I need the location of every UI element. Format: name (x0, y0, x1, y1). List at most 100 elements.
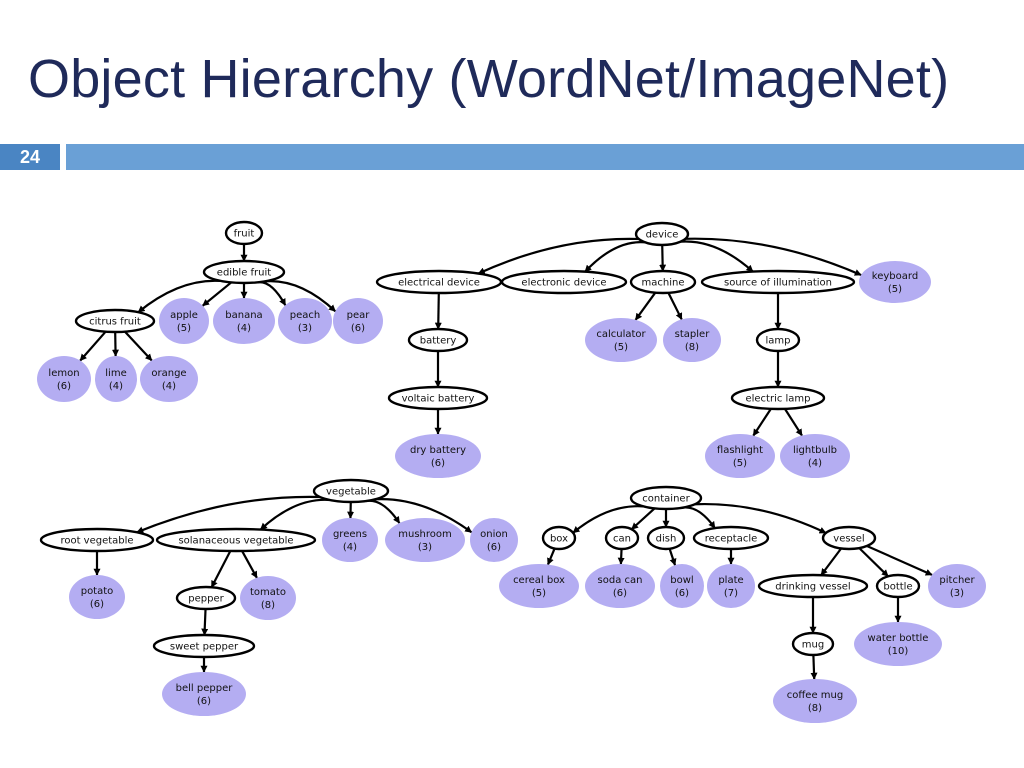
node-source-of-illumination: source of illumination (700, 269, 856, 295)
node-receptacle: receptacle (692, 525, 770, 551)
node-count: (7) (724, 588, 738, 599)
node-label: electric lamp (745, 394, 810, 405)
node-shape (500, 269, 628, 295)
edge-can-to-soda-can (617, 548, 625, 565)
node-soda-can: soda can(6) (585, 564, 655, 608)
node-label: bell pepper (176, 683, 234, 694)
edge-electrical-device-to-battery (434, 292, 442, 330)
node-count: (6) (90, 599, 104, 610)
node-stapler: stapler(8) (663, 318, 721, 362)
node-shape (155, 527, 317, 553)
edge-edible-fruit-to-pear (265, 280, 337, 313)
node-edible-fruit: edible fruit (202, 259, 286, 285)
node-shape (780, 434, 850, 478)
node-count: (5) (614, 342, 628, 353)
edge-device-to-keyboard (685, 237, 862, 277)
edge-container-to-can (630, 507, 656, 531)
node-label: pitcher (939, 575, 975, 586)
edge-citrus-fruit-to-orange (124, 330, 153, 362)
node-shape (39, 527, 155, 553)
node-label: lime (105, 368, 126, 379)
node-label: dry battery (410, 445, 466, 456)
node-lemon: lemon(6) (37, 356, 91, 402)
node-water-bottle: water bottle(10) (854, 622, 942, 666)
node-shape (859, 261, 931, 303)
node-label: electronic device (521, 278, 606, 289)
node-shape (821, 525, 877, 551)
node-label: vessel (833, 534, 864, 545)
node-shape (202, 259, 286, 285)
node-label: banana (225, 310, 262, 321)
node-label: vegetable (326, 487, 376, 498)
node-shape (854, 622, 942, 666)
node-label: device (646, 230, 679, 241)
edge-electric-lamp-to-flashlight (752, 408, 772, 437)
node-shape (499, 564, 579, 608)
node-electrical-device: electrical device (375, 269, 503, 295)
node-shape (37, 356, 91, 402)
node-potato: potato(6) (69, 575, 125, 619)
edge-vessel-to-bottle (858, 547, 889, 578)
node-citrus-fruit: citrus fruit (74, 308, 156, 334)
node-shape (629, 269, 697, 295)
node-count: (6) (57, 381, 71, 392)
edge-solanaceous-vegetable-to-tomato (241, 550, 258, 579)
node-shape (692, 525, 770, 551)
node-label: electrical device (398, 278, 480, 289)
node-shape (385, 518, 465, 562)
node-cereal-box: cereal box(5) (499, 564, 579, 608)
node-fruit: fruit (224, 220, 264, 246)
edge-box-to-cereal-box (546, 548, 556, 566)
node-label: drinking vessel (775, 582, 850, 593)
node-shape (730, 385, 826, 411)
node-count: (10) (888, 646, 909, 657)
node-onion: onion (6) (470, 518, 518, 562)
node-count: (8) (808, 703, 822, 714)
edge-vessel-to-drinking-vessel (820, 547, 843, 576)
node-label: voltaic battery (402, 394, 475, 405)
node-shape (660, 564, 704, 608)
node-label: flashlight (717, 445, 763, 456)
edge-vegetable-to-solanaceous-vegetable (259, 498, 330, 531)
node-label: edible fruit (217, 268, 271, 279)
node-electric-lamp: electric lamp (730, 385, 826, 411)
node-shape (755, 327, 801, 353)
node-label: orange (151, 368, 186, 379)
node-count: (6) (351, 323, 365, 334)
node-label: pepper (188, 594, 224, 605)
node-label: can (613, 534, 631, 545)
node-peach: peach(3) (278, 298, 332, 344)
node-shape (875, 573, 921, 599)
edge-mug-to-coffee-mug (810, 654, 818, 680)
node-count: (5) (888, 284, 902, 295)
node-label: root vegetable (60, 536, 133, 547)
node-shape (74, 308, 156, 334)
edge-vegetable-to-root-vegetable (136, 495, 320, 534)
edge-machine-to-stapler (667, 292, 683, 321)
edge-vegetable-to-onion (375, 498, 473, 534)
node-count: (6) (487, 542, 501, 553)
node-label: dish (656, 534, 677, 545)
slide-number: 24 (0, 144, 60, 170)
node-shape (773, 679, 857, 723)
node-pitcher: pitcher(3) (928, 564, 986, 608)
node-label: peach (290, 310, 320, 321)
node-shape (162, 672, 246, 716)
node-shape (240, 576, 296, 620)
node-label: sweet pepper (170, 642, 239, 653)
node-count: (6) (431, 458, 445, 469)
node-shape (541, 525, 577, 551)
slide-title: Object Hierarchy (WordNet/ImageNet) (28, 49, 950, 109)
edge-edible-fruit-to-citrus-fruit (137, 279, 221, 314)
node-count: (8) (685, 342, 699, 353)
node-shape (224, 220, 264, 246)
node-count: (5) (532, 588, 546, 599)
edge-pepper-to-sweet-pepper (201, 608, 209, 636)
node-flashlight: flashlight(5) (705, 434, 775, 478)
node-shape (629, 485, 703, 511)
node-keyboard: keyboard(5) (859, 261, 931, 303)
node-machine: machine (629, 269, 697, 295)
node-label: onion (480, 529, 508, 540)
edge-vessel-to-pitcher (866, 544, 933, 576)
node-count: (6) (613, 588, 627, 599)
